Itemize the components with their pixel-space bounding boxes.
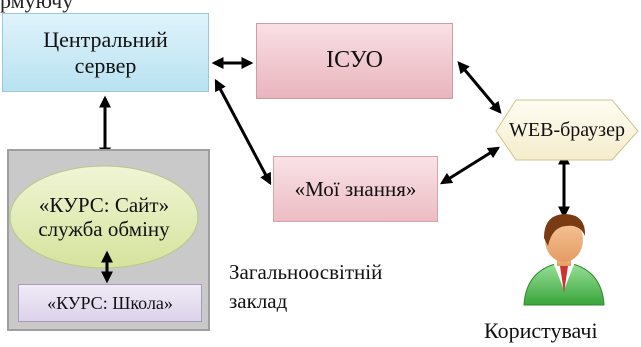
kurs-shkola-box: «КУРС: Школа» (18, 284, 202, 322)
web-browser-node: WEB-браузер (496, 100, 638, 160)
central-server-box: Центральний сервер (2, 13, 209, 92)
school-label: Загальноосвітній заклад (229, 260, 383, 314)
arrow-server-moi (214, 78, 272, 186)
arrow-isuo-browser (457, 61, 502, 114)
isuo-label: ІСУО (326, 47, 383, 74)
cropped-heading-text: рмуючу (0, 0, 74, 13)
arrow-moi-browser (439, 146, 501, 185)
isuo-box: ІСУО (256, 23, 453, 99)
kurs-shkola-label: «КУРС: Школа» (47, 292, 173, 313)
web-browser-label: WEB-браузер (509, 118, 625, 141)
user-avatar-icon (523, 214, 605, 306)
moi-znannia-box: «Мої знання» (273, 156, 438, 222)
kurs-sait-node: «КУРС: Сайт» служба обміну (10, 166, 198, 268)
kurs-sait-label: «КУРС: Сайт» служба обміну (38, 192, 170, 241)
users-label: Користувачі (484, 318, 598, 343)
central-server-label: Центральний сервер (43, 27, 168, 78)
moi-znannia-label: «Мої знання» (294, 176, 417, 201)
web-browser-hexagon (495, 99, 639, 161)
